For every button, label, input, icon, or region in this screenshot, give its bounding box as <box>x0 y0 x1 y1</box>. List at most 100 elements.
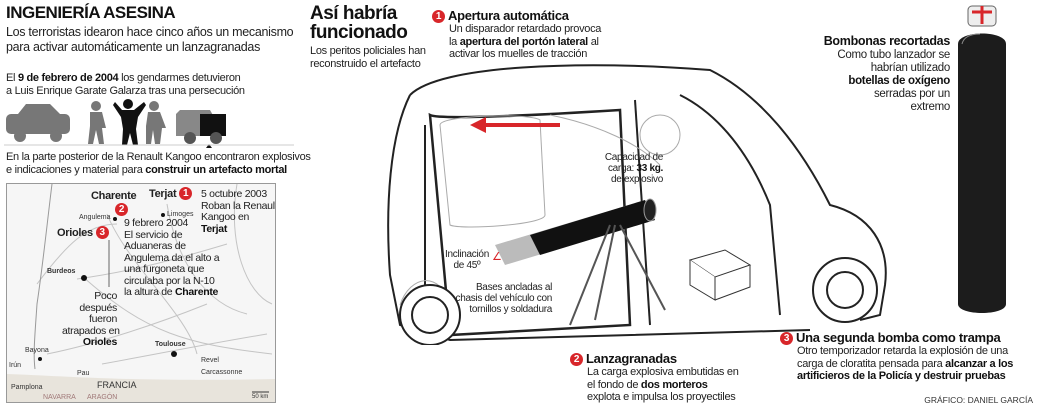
step-line: explota e impulsa los proyectiles <box>587 391 736 403</box>
event-2: 9 febrero 2004 El servicio de Aduaneras … <box>124 217 220 299</box>
step-line: activar los muelles de tracción <box>449 48 588 60</box>
step-bold: artificieros de la Policía y destruir pr… <box>797 370 1006 382</box>
event-date: 9 febrero 2004 <box>124 217 189 229</box>
arrest-text: El 9 de febrero de 2004 los gendarmes de… <box>6 72 245 97</box>
arrest-silhouettes <box>4 99 294 148</box>
place-terjat: Terjat 1 <box>149 187 195 201</box>
diagram-subtitle: Los peritos policiales han reconstruido … <box>310 45 426 70</box>
map-background <box>7 184 275 402</box>
bottles-line: habrían utilizado <box>870 62 951 74</box>
event-bold: Charente <box>174 286 219 298</box>
city-label: Carcassonne <box>201 369 243 376</box>
found-line2: e indicaciones y material para <box>6 163 146 176</box>
found-line1: En la parte posterior de la Renault Kang… <box>6 151 311 163</box>
page-title: INGENIERÍA ASESINA <box>6 3 176 22</box>
capacity-bold: 33 kg. <box>636 163 663 174</box>
found-text: En la parte posterior de la Renault Kang… <box>6 151 311 176</box>
city-label: Pamplona <box>11 384 43 391</box>
diagram-subtitle-line: Los peritos policiales han <box>310 45 426 57</box>
bottles-title: Bombonas recortadas <box>823 34 951 48</box>
place-name: Terjat <box>149 188 177 200</box>
incline-line: de 45º <box>453 260 481 271</box>
place-num: 3 <box>95 226 109 239</box>
step-line: Otro temporizador retarda la explosión d… <box>797 345 1008 357</box>
city-label: Angulema <box>79 214 111 221</box>
city-label: Revel <box>201 357 219 364</box>
event-line: Kangoo en <box>201 211 250 223</box>
step-title: Apertura automática <box>448 8 569 23</box>
step-number: 2 <box>570 353 583 366</box>
step-bold: dos morteros <box>640 378 708 391</box>
event-line: El servicio de <box>124 228 183 241</box>
incline-label: Inclinación de 45º <box>445 249 489 271</box>
subtitle-line: Los terroristas idearon hace cinco años … <box>6 25 294 39</box>
event-bold: Terjat <box>201 222 228 235</box>
place-name: Charente <box>91 190 137 202</box>
event-line: la altura de <box>124 286 175 298</box>
step-bold: apertura del portón lateral <box>459 35 589 48</box>
bottles-line: extremo <box>910 101 951 113</box>
subtitle-line: para activar automáticamente un lanzagra… <box>6 40 261 54</box>
launcher-tube <box>495 198 657 265</box>
event-line: Aduaneras de <box>124 240 186 252</box>
event-line: fueron <box>89 313 117 325</box>
found-bold: construir un artefacto mortal <box>145 163 287 176</box>
bottles-bold: botellas de oxígeno <box>848 75 950 87</box>
city-dot <box>38 357 42 361</box>
city-dot <box>161 213 165 217</box>
step-line: el fondo de <box>587 378 641 391</box>
place-num: 2 <box>115 203 128 216</box>
step-number: 1 <box>432 10 445 23</box>
bottles-line: Como tubo lanzador se <box>837 49 950 61</box>
incline-line: Inclinación <box>445 249 489 260</box>
step-number: 3 <box>780 332 793 345</box>
diagram-title-line: Así habría <box>310 3 397 24</box>
event-line: Poco <box>94 290 117 302</box>
city-dot <box>113 217 117 221</box>
diagram-title-line: funcionado <box>310 22 408 43</box>
arrest-date: 9 de febrero de 2004 <box>17 72 119 84</box>
city-label: Bayona <box>25 347 49 354</box>
region-label: ARAGÓN <box>87 394 118 401</box>
bases-label: Bases ancladas al chasis del vehículo co… <box>440 282 553 315</box>
event-line: Roban la Renault <box>201 199 276 212</box>
event-3: Poco después fueron atrapados en Orioles <box>62 290 120 349</box>
diagram-subtitle-line: reconstruido el artefacto <box>310 57 421 70</box>
place-orioles: Orioles 3 <box>57 226 112 240</box>
credit: GRÁFICO: DANIEL GARCÍA <box>924 395 1033 405</box>
bottles-line: serradas por un <box>873 88 950 100</box>
arrest-post: los gendarmes detuvieron <box>118 72 241 84</box>
event-line: circulaba por la N-10 <box>124 274 215 287</box>
region-label: NAVARRA <box>43 394 76 401</box>
event-line: Angulema da el alto a <box>124 251 220 264</box>
event-1: 5 octubre 2003 Roban la Renault Kangoo e… <box>201 188 276 235</box>
step-line: carga de cloratita pensada para <box>797 357 946 370</box>
capacity-line: carga: <box>607 163 637 174</box>
diagram-title: Así habría funcionado <box>310 3 408 43</box>
step-line: al <box>587 35 599 48</box>
oxygen-bottle-icon <box>958 5 1006 313</box>
city-dot <box>171 351 177 357</box>
country-label: FRANCIA <box>97 380 137 390</box>
scale-label: 50 km <box>252 394 269 400</box>
capacity-line: Capacidad de <box>604 152 663 163</box>
bases-line: chasis del vehículo con <box>455 293 553 304</box>
capacity-label: Capacidad de carga: 33 kg. de explosivo <box>575 152 663 185</box>
place-num: 1 <box>179 187 193 200</box>
step-line: La carga explosiva embutidas en <box>587 366 739 378</box>
bases-line: Bases ancladas al <box>475 282 552 293</box>
event-date: 5 octubre 2003 <box>201 188 267 200</box>
step-line: la <box>449 35 460 48</box>
place-name: Orioles <box>57 227 93 239</box>
arrest-line2: a Luis Enrique Garate Galarza tras una p… <box>6 84 245 97</box>
event-line: después <box>79 301 117 314</box>
step-line: Un disparador retardado provoca <box>449 23 602 35</box>
map: Angulema Limoges Burdeos Toulouse Revel … <box>6 183 276 403</box>
arrest-pre: El <box>6 72 18 84</box>
event-line: una furgoneta que <box>124 263 205 275</box>
city-label: Pau <box>77 370 90 377</box>
step-title: Una segunda bomba como trampa <box>796 330 1001 345</box>
van-illustration: ∠ <box>387 64 887 345</box>
